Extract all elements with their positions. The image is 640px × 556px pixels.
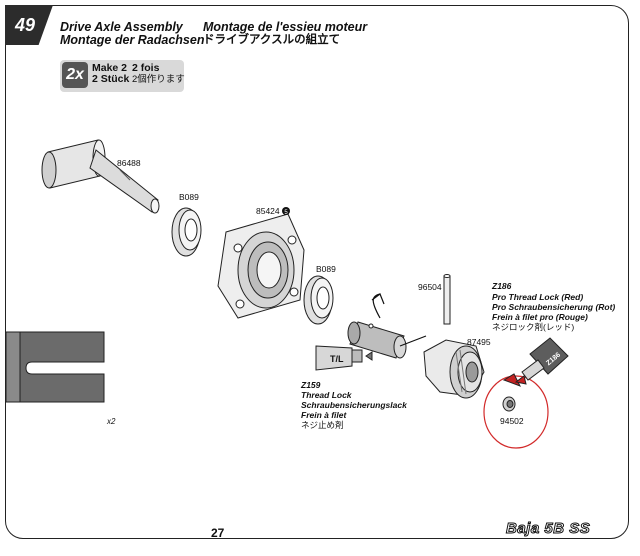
- note-z159-line-4: ネジ止め剤: [301, 420, 344, 430]
- part-85424-marker-icon: [282, 207, 290, 215]
- brand-logo: Baja 5B SS: [505, 520, 591, 538]
- note-z186-line-2: Pro Schraubensicherung (Rot): [492, 302, 615, 312]
- part-number-b089-right: B089: [316, 264, 336, 274]
- thread-lock-bottle-z186: [514, 337, 569, 385]
- title-french: Montage de l'essieu moteur: [203, 20, 368, 34]
- note-z186: Z186 Pro Thread Lock (Red) Pro Schrauben…: [491, 281, 615, 332]
- title-english: Drive Axle Assembly: [60, 20, 183, 34]
- thread-lock-tube-z159: [315, 345, 373, 371]
- inset-quantity: x2: [107, 417, 116, 426]
- insert-arrow: [372, 293, 381, 319]
- note-z186-code: Z186: [491, 281, 512, 291]
- note-z186-line-1: Pro Thread Lock (Red): [492, 292, 583, 302]
- set-screw-part-94502: [502, 373, 522, 412]
- bearing-right: [303, 275, 334, 325]
- hub-carrier-part-85424: [217, 213, 305, 319]
- part-number-86488: 86488: [117, 158, 141, 168]
- make-french: 2 fois: [132, 62, 160, 74]
- step-number: 49: [15, 15, 36, 35]
- part-85424-marker-number: 5: [284, 210, 288, 216]
- note-z186-line-3: Frein à filet pro (Rouge): [492, 312, 588, 322]
- part-number-b089-left: B089: [179, 192, 199, 202]
- note-z159-line-1: Thread Lock: [301, 390, 353, 400]
- make-japanese: 2個作ります: [132, 74, 185, 85]
- pin-part-96504: [443, 274, 451, 325]
- assembly-arrow: [399, 335, 427, 347]
- hex-hub-part-87495: [423, 339, 485, 399]
- make-english: Make 2: [92, 62, 128, 74]
- manual-page-frame: [5, 5, 629, 539]
- note-z159: Z159 Thread Lock Schraubensicherungslack…: [300, 380, 408, 430]
- note-z159-line-2: Schraubensicherungslack: [301, 400, 408, 410]
- note-z159-line-3: Frein à filet: [301, 410, 348, 420]
- make-german: 2 Stück: [92, 73, 130, 85]
- title-german: Montage der Radachsen: [60, 33, 205, 47]
- note-z186-line-4: ネジロック剤(レッド): [492, 322, 574, 332]
- part-number-96504: 96504: [418, 282, 442, 292]
- note-z159-code: Z159: [300, 380, 321, 390]
- part-number-94502: 94502: [500, 416, 524, 426]
- highlight-circle: [483, 375, 549, 449]
- make-quantity-badge: 2x: [62, 62, 88, 88]
- axle-sleeve: [347, 321, 407, 359]
- page-number: 27: [211, 526, 225, 540]
- part-number-87495: 87495: [467, 337, 491, 347]
- bearing-left: [171, 207, 202, 257]
- tube-label-tl: T/L: [330, 354, 344, 364]
- part-number-85424: 85424: [256, 206, 280, 216]
- axle-part-86488: [41, 139, 160, 214]
- title-japanese: ドライブアクスルの組立て: [203, 34, 341, 46]
- inset-part-carrier: [5, 331, 105, 403]
